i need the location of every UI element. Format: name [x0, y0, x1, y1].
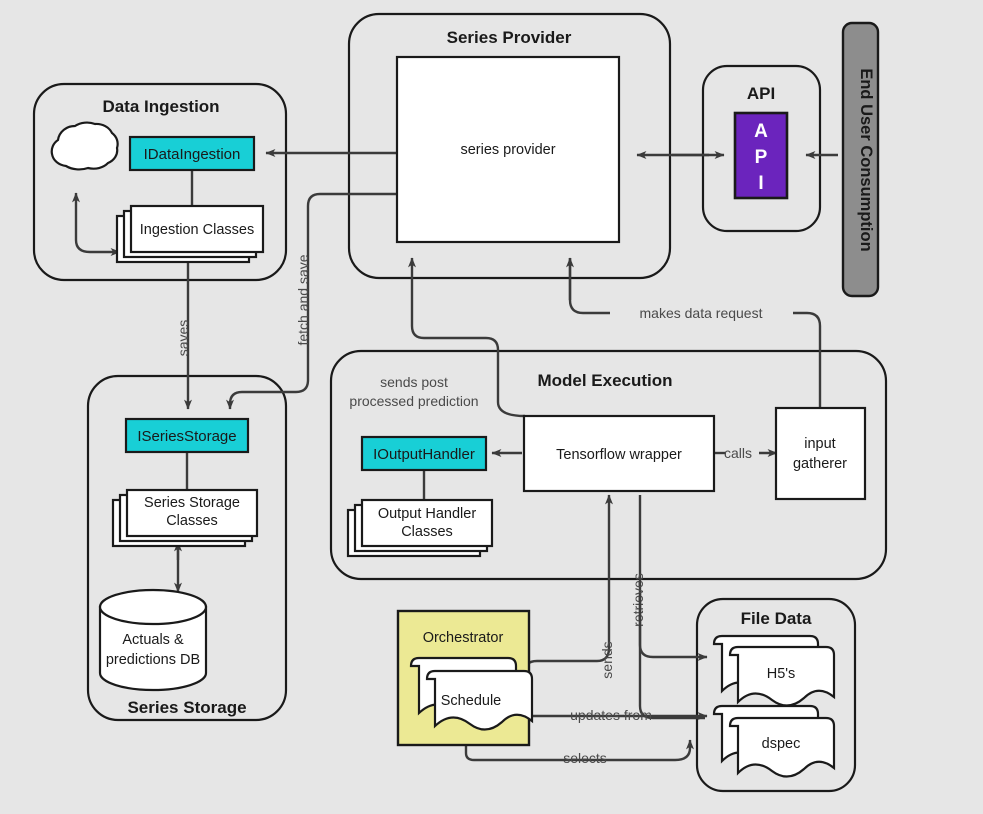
- db-cylinder-top: [98, 588, 208, 626]
- edge-label-sends: sends: [599, 641, 615, 678]
- edge-selects: [464, 739, 694, 762]
- edge-cloud-to-ingestionclasses: [74, 239, 121, 256]
- input-gatherer-label-2: gatherer: [793, 456, 847, 472]
- actuals-predictions-db-node[interactable]: Actuals & predictions DB: [98, 588, 208, 692]
- edge-label-fetch-and-save: fetch and save: [295, 254, 311, 345]
- edge-makes-data-request-right: [793, 311, 822, 408]
- tensorflow-wrapper-box[interactable]: [522, 414, 716, 493]
- series-storage-title: Series Storage: [127, 698, 246, 717]
- output-handler-classes-label-2: Classes: [401, 524, 453, 540]
- series-storage-classes-label-1: Series Storage: [144, 495, 240, 511]
- edge-fetch-and-save: [226, 192, 397, 410]
- schedule-doc-front[interactable]: [425, 669, 534, 731]
- db-label-2: predictions DB: [106, 652, 200, 668]
- h5s-node[interactable]: H5's: [712, 634, 836, 707]
- edges: saves fetch and save sends post processe…: [72, 149, 838, 766]
- db-label-1: Actuals &: [122, 632, 184, 648]
- ingestion-classes-box[interactable]: [129, 204, 265, 254]
- dspec-node[interactable]: dspec: [712, 704, 836, 778]
- edge-label-calls: calls: [724, 445, 752, 461]
- series-storage-classes-label-2: Classes: [166, 513, 218, 529]
- input-gatherer-box[interactable]: [774, 406, 867, 501]
- model-execution-title: Model Execution: [537, 371, 672, 390]
- idataingestion-node[interactable]: IDataIngestion: [128, 135, 256, 172]
- idataingestion-label: IDataIngestion: [144, 146, 241, 163]
- api-title: API: [747, 84, 775, 103]
- series-storage-classes-box[interactable]: [125, 488, 259, 538]
- dspec-doc-front[interactable]: [728, 716, 836, 778]
- file-data-title: File Data: [741, 609, 812, 628]
- output-handler-classes-node[interactable]: Output Handler Classes: [346, 498, 494, 558]
- h5s-doc-front[interactable]: [728, 645, 836, 707]
- cloud-icon: [50, 121, 119, 171]
- input-gatherer-label-1: input: [804, 436, 835, 452]
- end-user-consumption-bar[interactable]: [841, 21, 880, 298]
- db-cylinder-body[interactable]: [98, 605, 208, 692]
- api-letter-p: P: [755, 147, 768, 168]
- series-provider-title: Series Provider: [447, 28, 572, 47]
- output-handler-classes-label-1: Output Handler: [378, 506, 477, 522]
- ingestion-classes-label: Ingestion Classes: [140, 222, 254, 238]
- series-provider-box[interactable]: [395, 55, 621, 244]
- api-letter-a: A: [754, 121, 768, 142]
- edge-retrieves-to-h5s: [638, 593, 708, 661]
- edge-makes-data-request-left: [568, 258, 610, 315]
- tensorflow-wrapper-label: Tensorflow wrapper: [556, 447, 682, 463]
- h5s-label: H5's: [767, 666, 796, 682]
- ioutputhandler-node[interactable]: IOutputHandler: [360, 435, 488, 472]
- ingestion-classes-node[interactable]: Ingestion Classes: [115, 204, 265, 264]
- api-node[interactable]: A P I: [733, 111, 789, 200]
- data-ingestion-title: Data Ingestion: [102, 97, 219, 116]
- iseriesstorage-node[interactable]: ISeriesStorage: [124, 417, 250, 454]
- api-box[interactable]: [733, 111, 789, 200]
- dspec-label: dspec: [762, 736, 801, 752]
- idataingestion-box[interactable]: [128, 135, 256, 172]
- iseriesstorage-box[interactable]: [124, 417, 250, 454]
- end-user-consumption-label: End User Consumption: [857, 68, 875, 251]
- api-letter-i: I: [758, 173, 763, 194]
- end-user-consumption-node[interactable]: End User Consumption: [841, 21, 880, 298]
- ioutputhandler-label: IOutputHandler: [373, 446, 475, 463]
- iseriesstorage-label: ISeriesStorage: [137, 428, 236, 445]
- edge-sends-post-processed-prediction: [408, 257, 526, 418]
- edge-label-selects: selects: [563, 750, 607, 766]
- edge-label-updates-from: updates from: [570, 707, 652, 723]
- ioutputhandler-box[interactable]: [360, 435, 488, 472]
- edge-label-sends-post-1: sends post: [380, 374, 448, 390]
- orchestrator-node[interactable]: Orchestrator Schedule: [396, 609, 534, 747]
- output-handler-classes-box[interactable]: [360, 498, 494, 548]
- series-provider-node[interactable]: series provider: [395, 55, 621, 244]
- edge-label-retrieves: retrieves: [630, 573, 646, 627]
- edge-label-makes-data-request: makes data request: [640, 305, 763, 321]
- edge-label-saves: saves: [175, 320, 191, 357]
- input-gatherer-node[interactable]: input gatherer: [774, 406, 867, 501]
- series-storage-classes-node[interactable]: Series Storage Classes: [111, 488, 259, 548]
- tensorflow-wrapper-node[interactable]: Tensorflow wrapper: [522, 414, 716, 493]
- schedule-label: Schedule: [441, 693, 501, 709]
- series-provider-label: series provider: [460, 142, 555, 158]
- orchestrator-label: Orchestrator: [423, 630, 504, 646]
- edge-label-sends-post-2: processed prediction: [349, 393, 478, 409]
